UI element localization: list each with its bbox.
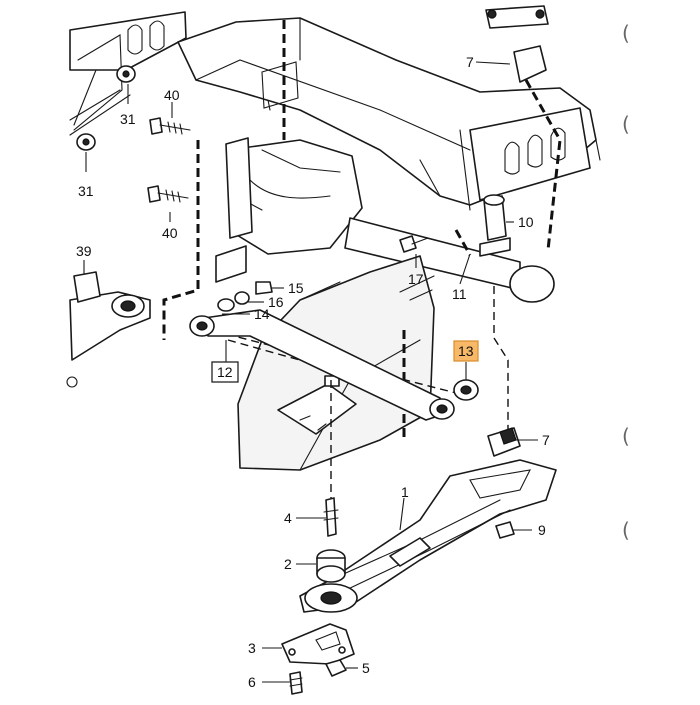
mount-7-top (485, 5, 549, 83)
label-16: 16 (268, 294, 284, 310)
rod-fasteners (217, 281, 273, 312)
label-7-top: 7 (466, 54, 474, 70)
axle-housing (215, 61, 555, 303)
bushing-13 (453, 379, 479, 401)
bolt-17 (399, 235, 429, 253)
label-6: 6 (248, 674, 256, 690)
label-5: 5 (362, 660, 370, 676)
edge-mark: ( (622, 424, 630, 448)
label-17: 17 (408, 271, 424, 287)
nut-5 (325, 659, 347, 677)
label-9: 9 (538, 522, 546, 538)
edge-mark: ( (622, 518, 630, 542)
bolt-6 (289, 671, 303, 695)
label-31-lower: 31 (78, 183, 94, 199)
label-3: 3 (248, 640, 256, 656)
label-2: 2 (284, 556, 292, 572)
label-11: 11 (452, 286, 467, 302)
label-31-upper: 31 (120, 111, 136, 127)
label-4: 4 (284, 510, 292, 526)
label-13-box (453, 340, 479, 362)
label-14: 14 (254, 306, 270, 322)
plate-3 (281, 623, 355, 665)
edge-mark: ( (622, 112, 630, 136)
bolts-40 (147, 117, 191, 203)
label-40-lower: 40 (162, 225, 178, 241)
nuts-31 (76, 65, 136, 151)
mount-2 (304, 497, 358, 613)
edge-mark: ( (622, 21, 630, 45)
lateral-rod (189, 309, 455, 421)
label-15: 15 (288, 280, 304, 296)
mount-7-lower (487, 427, 521, 457)
left-trailing-arm (66, 271, 151, 388)
label-12: 12 (217, 364, 233, 380)
edge-marks: ( ( ( ( (622, 21, 630, 542)
label-1: 1 (401, 484, 409, 500)
nut-9 (495, 521, 515, 539)
label-40-upper: 40 (164, 87, 180, 103)
bump-stop-10 (479, 194, 511, 257)
label-12-box (211, 361, 239, 383)
label-10: 10 (518, 214, 534, 230)
part-labels: 7 31 40 31 40 39 10 17 11 15 16 14 12 13… (76, 54, 550, 690)
label-13: 13 (458, 343, 474, 359)
label-39: 39 (76, 243, 92, 259)
label-7-lower: 7 (542, 432, 550, 448)
leader-lines (83, 61, 538, 683)
